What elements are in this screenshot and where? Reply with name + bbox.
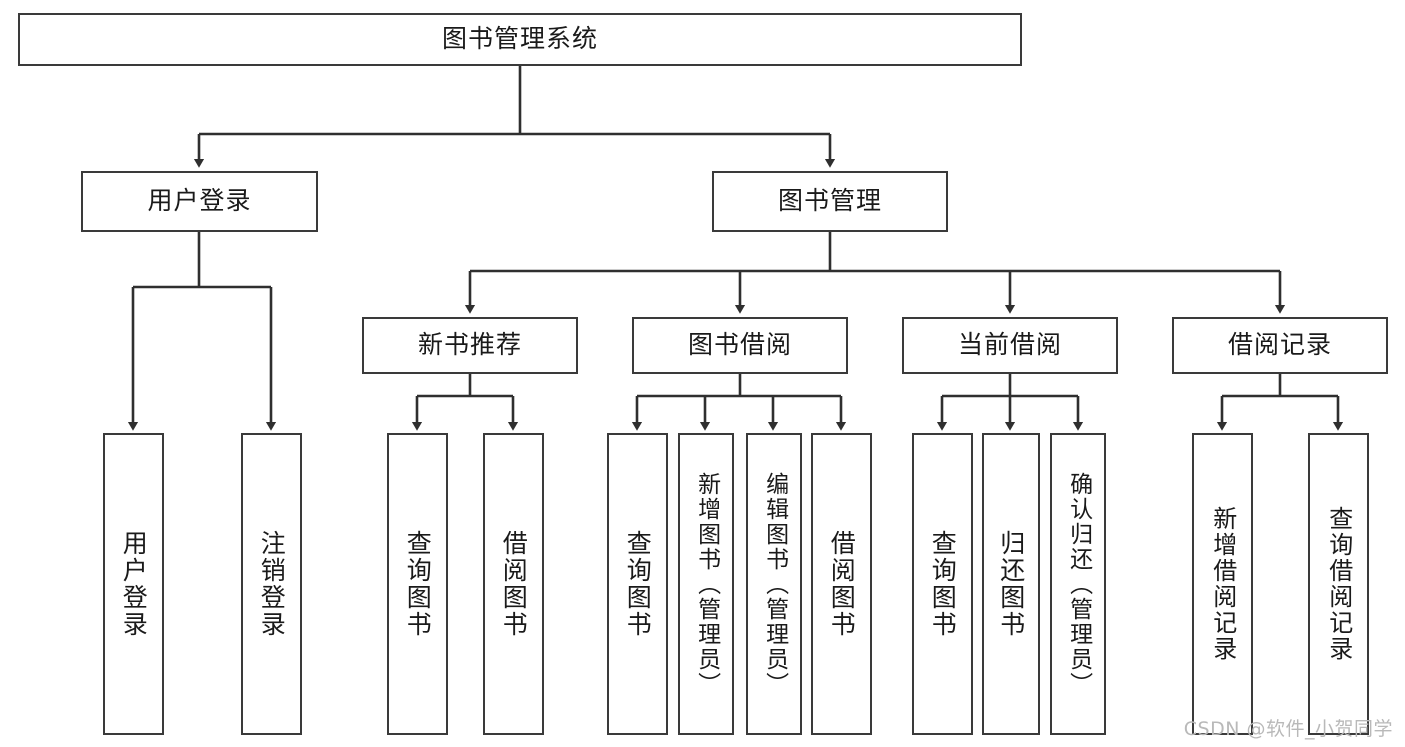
node-root-label: 图书管理系统 [441, 24, 598, 54]
node-leaf-add-record-label: 新增借阅记录 [1208, 506, 1237, 662]
node-leaf-borrow-book-1[interactable]: 借阅图书 [483, 433, 544, 735]
watermark-label: CSDN @软件_小贺同学 [1183, 718, 1393, 740]
node-book-management[interactable]: 图书管理 [712, 171, 948, 232]
node-root[interactable]: 图书管理系统 [18, 13, 1022, 66]
node-leaf-return-book[interactable]: 归还图书 [982, 433, 1040, 735]
node-leaf-query-book-2-label: 查询图书 [623, 530, 653, 638]
node-new-book-recommend[interactable]: 新书推荐 [362, 317, 578, 374]
node-leaf-query-book-3[interactable]: 查询图书 [912, 433, 973, 735]
node-book-management-label: 图书管理 [777, 186, 882, 216]
node-leaf-query-book-1-label: 查询图书 [403, 530, 433, 638]
node-leaf-query-book-2[interactable]: 查询图书 [607, 433, 668, 735]
node-user-login-label: 用户登录 [147, 186, 252, 216]
node-leaf-edit-book[interactable]: 编辑图书（管理员） [746, 433, 802, 735]
node-leaf-confirm-return[interactable]: 确认归还（管理员） [1050, 433, 1106, 735]
node-book-borrow[interactable]: 图书借阅 [632, 317, 848, 374]
node-leaf-borrow-book-1-label: 借阅图书 [499, 530, 529, 638]
node-leaf-logout-login-label: 注销登录 [257, 530, 287, 638]
node-leaf-return-book-label: 归还图书 [996, 530, 1026, 638]
node-leaf-user-login-label: 用户登录 [119, 530, 149, 638]
node-new-book-recommend-label: 新书推荐 [417, 330, 522, 360]
node-leaf-borrow-book-2-label: 借阅图书 [827, 530, 857, 638]
node-leaf-user-login[interactable]: 用户登录 [103, 433, 164, 735]
node-leaf-query-record[interactable]: 查询借阅记录 [1308, 433, 1369, 735]
node-current-borrow-label: 当前借阅 [957, 330, 1062, 360]
node-leaf-confirm-return-label: 确认归还（管理员） [1065, 471, 1092, 697]
node-borrow-record-label: 借阅记录 [1227, 330, 1332, 360]
node-leaf-add-record[interactable]: 新增借阅记录 [1192, 433, 1253, 735]
node-leaf-query-book-3-label: 查询图书 [928, 530, 958, 638]
node-leaf-query-record-label: 查询借阅记录 [1324, 506, 1353, 662]
node-leaf-query-book-1[interactable]: 查询图书 [387, 433, 448, 735]
node-leaf-add-book[interactable]: 新增图书（管理员） [678, 433, 734, 735]
node-borrow-record[interactable]: 借阅记录 [1172, 317, 1388, 374]
node-leaf-add-book-label: 新增图书（管理员） [693, 471, 720, 697]
node-user-login[interactable]: 用户登录 [81, 171, 318, 232]
node-book-borrow-label: 图书借阅 [687, 330, 792, 360]
node-leaf-borrow-book-2[interactable]: 借阅图书 [811, 433, 872, 735]
node-current-borrow[interactable]: 当前借阅 [902, 317, 1118, 374]
node-leaf-edit-book-label: 编辑图书（管理员） [761, 471, 788, 697]
node-leaf-logout-login[interactable]: 注销登录 [241, 433, 302, 735]
